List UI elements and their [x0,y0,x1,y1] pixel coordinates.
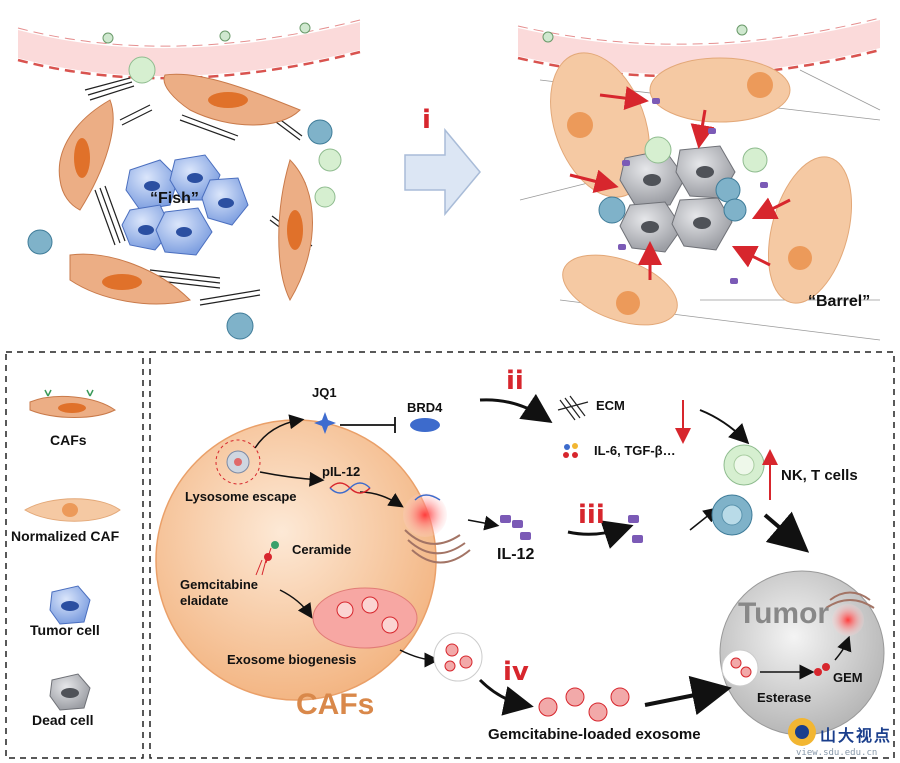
legend-dead-icon [49,673,91,711]
fish-label: “Fish” [150,190,199,207]
brd4-icon [410,418,440,432]
tumor-big-label: Tumor [738,597,830,630]
esterase-label: Esterase [757,690,812,705]
legend-tumor-icon [49,585,91,625]
brd4-label: BRD4 [407,400,443,415]
cafs-big-label: CAFs [296,688,375,721]
legend-tumor-label: Tumor cell [30,622,100,638]
jq1-label: JQ1 [312,385,337,400]
exosome-bubble [433,632,483,682]
step-i-label: i [422,105,431,135]
dna-icon [329,482,371,494]
cytokine-icon [563,443,578,458]
lysosome-label: Lysosome escape [185,489,297,504]
mvb-icon [312,587,418,649]
gem-elaidate-label-1: Gemcitabine [180,577,259,592]
step-iii-label: iii [578,500,605,530]
il12-label: IL-12 [497,546,535,563]
er-icon [403,493,471,564]
step-iv-label: iv [503,657,529,687]
barrel-label: “Barrel” [808,293,871,310]
ceramide-label: Ceramide [292,542,352,557]
fish-scene [17,19,361,340]
gem-elaidate-label-2: elaidate [180,593,229,608]
legend-normalized-icon [24,498,121,522]
exosome-in-tumor [721,649,759,687]
gem-exosome-chain [538,687,630,722]
ceramide-icon [255,541,279,576]
exosome-biogenesis-label: Exosome biogenesis [227,652,357,667]
pil12-label: pIL-12 [322,464,361,479]
ecm-label: ECM [596,398,625,413]
gem-exosome-label: Gemcitabine-loaded exosome [488,726,701,743]
nk-t-label: NK, T cells [781,467,858,484]
jq1-icon [314,412,336,434]
legend-cafs-label: CAFs [50,432,87,448]
watermark-logo [788,718,816,746]
lysosome-icon [215,439,261,485]
ecm-icon [557,395,589,421]
tumor-nucleus [825,591,875,636]
legend-dead-label: Dead cell [32,712,94,728]
legend-frame [5,351,144,759]
gem-label: GEM [833,670,863,685]
legend-caf-icon [29,389,116,418]
step-ii-label: ii [506,366,524,396]
il12-icon [500,515,531,540]
watermark-cn: 山大视点 [820,728,893,745]
cytokines-label: IL-6, TGF-β… [594,443,676,458]
watermark-url: view.sdu.edu.cn [796,748,878,758]
barrel-scene [517,17,881,341]
mechanism-frame [149,351,895,759]
transition-arrow [404,127,481,217]
legend-normalized-label: Normalized CAF [11,528,120,544]
